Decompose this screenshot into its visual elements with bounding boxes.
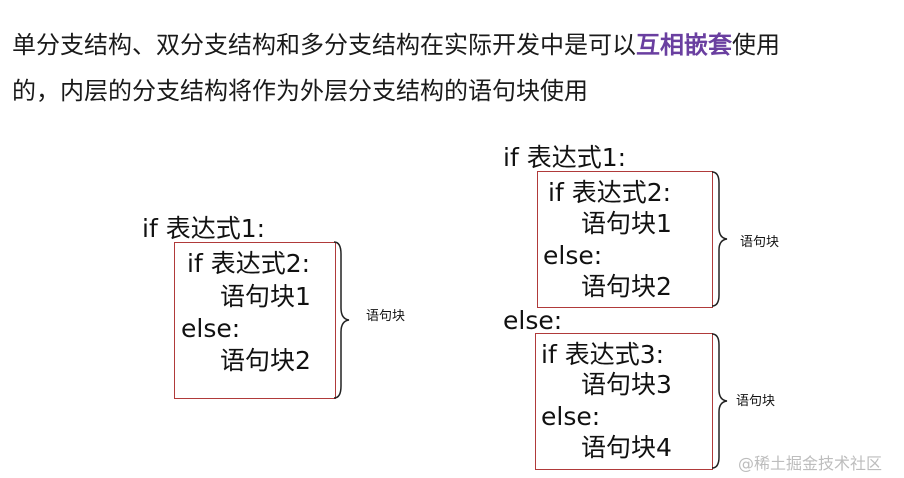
right-bottom-brace-label: 语句块 xyxy=(736,394,776,409)
intro-line-1-text: 单分支结构、双分支结构和多分支结构在实际开发中是可以 xyxy=(12,31,636,59)
left-brace xyxy=(333,241,350,399)
right-bottom-else: else: xyxy=(541,402,601,431)
intro-line-1-end: 使用 xyxy=(732,31,780,59)
right-top-block-2: 语句块2 xyxy=(581,272,672,301)
left-outer-if: if 表达式1: xyxy=(142,214,266,243)
watermark: @稀土掘金技术社区 xyxy=(738,454,883,473)
left-inner-else: else: xyxy=(181,314,241,343)
right-bottom-block-4: 语句块4 xyxy=(581,433,672,462)
right-bottom-brace xyxy=(711,333,728,469)
right-top-block-box xyxy=(537,171,713,308)
left-brace-label: 语句块 xyxy=(366,309,406,324)
right-bottom-block-3: 语句块3 xyxy=(581,370,672,399)
intro-line-2: 的，内层的分支结构将作为外层分支结构的语句块使用 xyxy=(12,77,588,105)
right-top-brace-label: 语句块 xyxy=(740,235,780,250)
left-inner-block-2: 语句块2 xyxy=(220,346,311,375)
right-top-else: else: xyxy=(543,241,603,270)
left-inner-if: if 表达式2: xyxy=(187,249,311,278)
right-bottom-if: if 表达式3: xyxy=(541,340,665,369)
right-top-brace xyxy=(711,171,728,307)
right-outer-else: else: xyxy=(503,306,563,335)
right-top-block-1: 语句块1 xyxy=(581,209,672,238)
right-bottom-block-box xyxy=(535,333,713,470)
right-top-if: if 表达式2: xyxy=(548,178,672,207)
right-outer-if: if 表达式1: xyxy=(503,143,627,172)
left-nested-block-box xyxy=(174,242,336,399)
intro-highlight: 互相嵌套 xyxy=(636,31,732,59)
intro-line-1: 单分支结构、双分支结构和多分支结构在实际开发中是可以互相嵌套使用 xyxy=(12,28,780,62)
left-inner-block-1: 语句块1 xyxy=(220,282,311,311)
